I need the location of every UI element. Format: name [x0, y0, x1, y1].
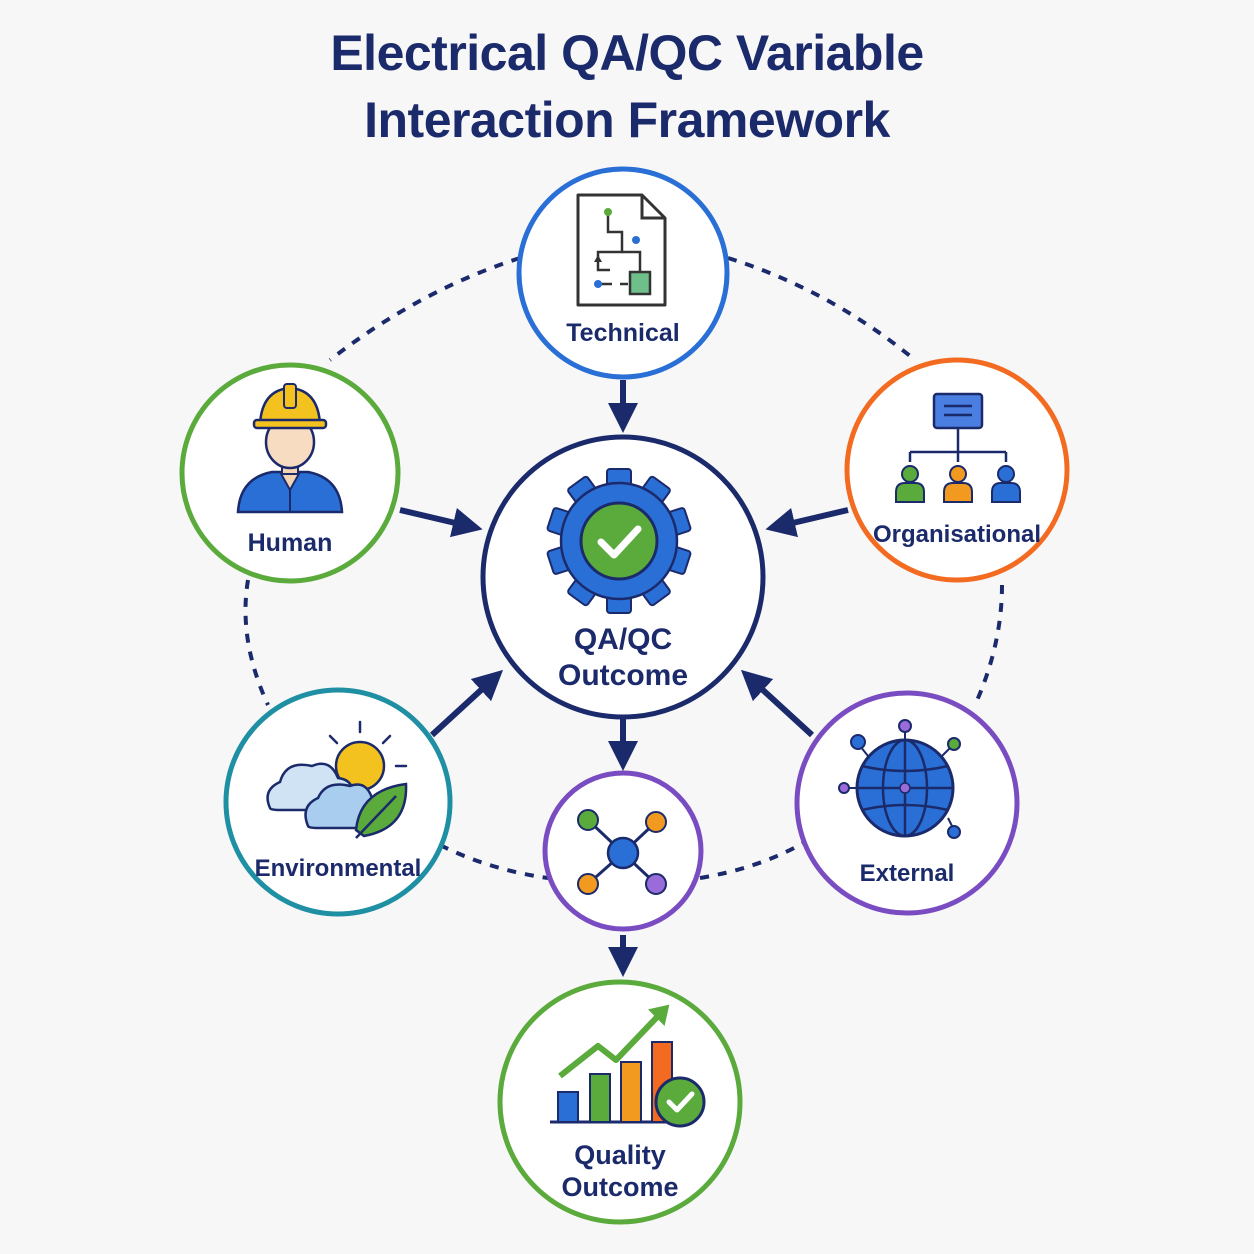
node-human: Human: [179, 362, 401, 584]
arrow-environmental-to-center: [429, 669, 504, 738]
organisational-label: Organisational: [873, 521, 1041, 548]
center-label-line-1: QA/QC: [574, 623, 672, 656]
dash-environmental-connector: [439, 843, 549, 880]
node-technical: Technical: [516, 166, 730, 380]
external-label: External: [860, 860, 955, 887]
node-quality: Quality Outcome: [497, 979, 743, 1225]
worker-hard-hat-icon: [236, 383, 344, 514]
node-center: QA/QC Outcome: [480, 434, 766, 720]
node-external: External: [794, 690, 1020, 916]
environmental-label: Environmental: [255, 855, 422, 882]
network-hub-icon: [577, 809, 667, 895]
quality-label-line-2: Outcome: [561, 1172, 678, 1202]
org-chart-icon: [895, 392, 1021, 503]
weather-leaf-icon: [266, 720, 408, 839]
dash-organisational-external: [973, 584, 1004, 706]
schematic-document-icon: [576, 193, 667, 307]
arrows: [399, 380, 849, 977]
human-label: Human: [248, 529, 333, 557]
node-connector: [542, 770, 704, 932]
gear-check-icon: [546, 468, 692, 614]
dash-human-environmental: [243, 579, 270, 706]
page-title-line-1: Electrical QA/QC Variable: [330, 25, 924, 81]
globe-network-icon: [838, 719, 961, 839]
arrow-external-to-center: [740, 669, 815, 738]
node-organisational: Organisational: [844, 357, 1070, 583]
technical-label: Technical: [566, 319, 679, 347]
dash-connector-external: [699, 840, 807, 880]
dashed-ring: [243, 256, 1004, 880]
center-label-line-2: Outcome: [558, 659, 688, 692]
node-environmental: Environmental: [223, 687, 453, 917]
dash-technical-organisational: [727, 256, 917, 362]
quality-label-line-1: Quality: [574, 1140, 666, 1170]
dash-technical-human: [328, 256, 521, 362]
arrow-human-to-center: [399, 507, 483, 538]
growth-chart-check-icon: [550, 1004, 706, 1128]
page-title-line-2: Interaction Framework: [364, 92, 890, 148]
arrow-organisational-to-center: [765, 507, 849, 538]
